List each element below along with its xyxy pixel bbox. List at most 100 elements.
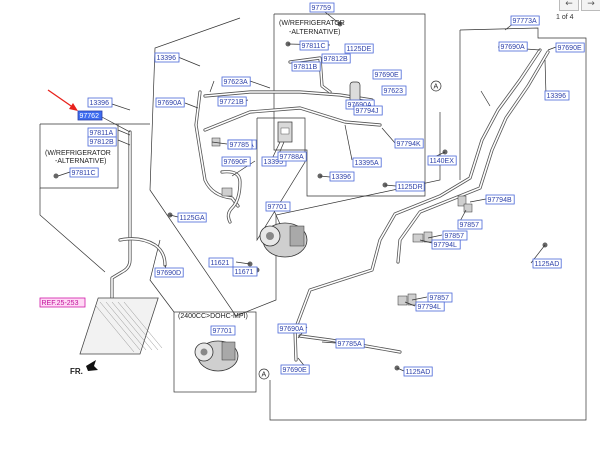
- part-label-1125ad[interactable]: 1125AD: [403, 366, 433, 377]
- part-label-97812b[interactable]: 97812B: [87, 136, 117, 147]
- part-label-box: [265, 201, 291, 212]
- part-label-box: [277, 323, 307, 334]
- part-label-box: [329, 171, 355, 182]
- part-number-text: 97811C: [72, 170, 96, 177]
- part-label-97857[interactable]: 97857: [457, 219, 483, 230]
- part-number-text: 97623: [384, 88, 404, 95]
- part-number-text: 97811C: [302, 43, 326, 50]
- part-label-97701[interactable]: 97701: [265, 201, 291, 212]
- part-label-97623[interactable]: 97623: [381, 85, 407, 96]
- part-label-1125de[interactable]: 1125DE: [344, 43, 374, 54]
- part-label-box: [277, 151, 307, 162]
- part-label-box: [335, 338, 365, 349]
- part-label-97794b[interactable]: 97794B: [485, 194, 515, 205]
- part-number-text: 97690E: [283, 367, 307, 374]
- part-number-text: 13395: [264, 159, 284, 166]
- part-label-box: [353, 105, 383, 116]
- part-label-97623a[interactable]: 97623A: [221, 76, 251, 87]
- part-label-97690f[interactable]: 97690F: [221, 156, 251, 167]
- part-label-97785a[interactable]: 97785A: [335, 338, 365, 349]
- part-label-97811c[interactable]: 97811C: [69, 167, 99, 178]
- part-label-box: [217, 96, 247, 107]
- part-label-box: [39, 297, 86, 308]
- part-label-97690a[interactable]: 97690A: [277, 323, 307, 334]
- part-number-text: 97773A: [513, 18, 537, 25]
- part-label-13396[interactable]: 13396: [154, 52, 180, 63]
- arrow-left-icon: ←: [565, 0, 573, 9]
- part-label-ref.25-253[interactable]: REF.25-253: [39, 297, 86, 308]
- part-label-box: [498, 41, 528, 52]
- svg-text:(W/REFRIGERATOR: (W/REFRIGERATOR: [45, 150, 111, 157]
- part-label-97690d[interactable]: 97690D: [154, 267, 184, 278]
- part-label-97812b[interactable]: 97812B: [321, 53, 351, 64]
- part-label-97857[interactable]: 97857: [442, 230, 468, 241]
- part-number-text: 97690E: [375, 72, 399, 79]
- part-label-1125dr[interactable]: 1125DR: [395, 181, 425, 192]
- part-label-box: [381, 85, 407, 96]
- part-label-97811b[interactable]: 97811B: [291, 61, 321, 72]
- part-label-box: [352, 157, 382, 168]
- part-number-text: 13396: [547, 93, 567, 100]
- note-refrigerator-left: (W/REFRIGERATOR -ALTERNATIVE): [45, 150, 111, 165]
- next-page-button[interactable]: →: [581, 0, 600, 11]
- part-label-97794k[interactable]: 97794K: [394, 138, 424, 149]
- part-label-box: [221, 76, 251, 87]
- part-number-text: 1140EX: [430, 158, 455, 165]
- svg-text:A: A: [434, 84, 439, 91]
- part-label-97721b[interactable]: 97721B: [217, 96, 247, 107]
- part-number-text: 97812B: [90, 139, 114, 146]
- part-label-97690a[interactable]: 97690A: [498, 41, 528, 52]
- part-label-97788a[interactable]: 97788A: [277, 151, 307, 162]
- part-label-1125ad[interactable]: 1125AD: [532, 258, 562, 269]
- part-label-97773a[interactable]: 97773A: [510, 15, 540, 26]
- part-label-box: [221, 156, 251, 167]
- view-a-marker: A: [258, 368, 270, 380]
- part-label-13395a[interactable]: 13395A: [352, 157, 382, 168]
- condenser-icon: [79, 297, 163, 355]
- part-label-97794l[interactable]: 97794L: [431, 239, 461, 250]
- part-label-13396[interactable]: 13396: [87, 97, 113, 108]
- part-label-97794j[interactable]: 97794J: [353, 105, 383, 116]
- part-label-97762[interactable]: 97762: [77, 110, 103, 121]
- part-label-97811c[interactable]: 97811C: [299, 40, 329, 51]
- part-label-box: [415, 301, 445, 312]
- part-number-text: 97794K: [397, 141, 421, 148]
- part-label-box: [154, 267, 184, 278]
- svg-text:A: A: [262, 372, 267, 379]
- part-label-97857[interactable]: 97857: [427, 292, 453, 303]
- part-number-text: 13395A: [355, 160, 379, 167]
- part-label-box: [154, 52, 180, 63]
- previous-page-button[interactable]: ←: [559, 0, 579, 11]
- part-label-box: [321, 53, 351, 64]
- part-label-13396[interactable]: 13396: [544, 90, 570, 101]
- part-label-box: [227, 139, 253, 150]
- part-label-1125ga[interactable]: 1125GA: [177, 212, 207, 223]
- part-label-13395[interactable]: 13395: [261, 156, 287, 167]
- part-label-13396[interactable]: 13396: [329, 171, 355, 182]
- part-number-text: 97857: [460, 222, 480, 229]
- part-label-box: [261, 156, 287, 167]
- part-label-97690e[interactable]: 97690E: [280, 364, 310, 375]
- part-label-11671[interactable]: 11671: [232, 266, 258, 277]
- part-label-97690a[interactable]: 97690A: [155, 97, 185, 108]
- note-engine-variant: (2400CC>DOHC-MPI): [178, 313, 248, 320]
- view-a-marker: A: [430, 80, 442, 92]
- part-label-97785[interactable]: 97785: [227, 139, 253, 150]
- part-label-97690e[interactable]: 97690E: [555, 42, 585, 53]
- part-label-1140ex[interactable]: 1140EX: [427, 155, 457, 166]
- part-label-97701[interactable]: 97701: [210, 325, 236, 336]
- part-label-97811a[interactable]: 97811A: [87, 127, 117, 138]
- part-label-box: [403, 366, 433, 377]
- part-label-box: [208, 257, 234, 268]
- part-number-text: 1125GA: [180, 215, 205, 222]
- part-number-text: 97690E: [558, 45, 582, 52]
- part-label-box: [394, 138, 424, 149]
- part-label-box: [395, 181, 425, 192]
- part-label-97690e[interactable]: 97690E: [372, 69, 402, 80]
- clamp-icons: [211, 137, 473, 306]
- part-label-97759[interactable]: 97759: [309, 2, 335, 13]
- part-label-11621[interactable]: 11621: [208, 257, 234, 268]
- part-label-97794l[interactable]: 97794L: [415, 301, 445, 312]
